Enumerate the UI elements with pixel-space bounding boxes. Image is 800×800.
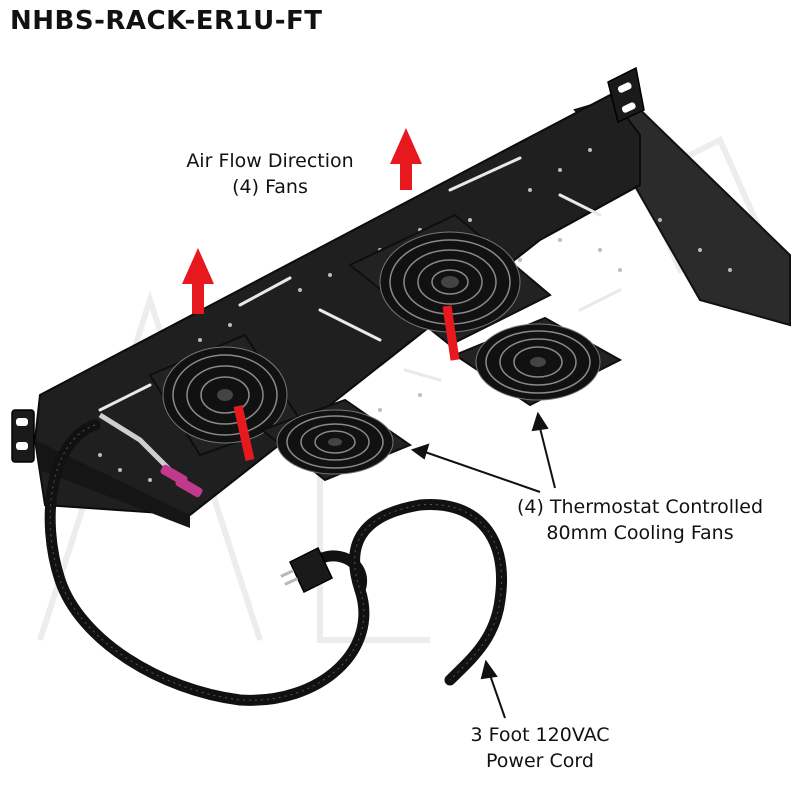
cooling-fans-label: (4) Thermostat Controlled 80mm Cooling F…	[480, 494, 800, 546]
wiring-harness	[98, 412, 203, 498]
callout-arrow-fans	[410, 411, 556, 493]
cooling-fan-3	[148, 333, 302, 457]
air-flow-label-line2: (4) Fans	[232, 176, 308, 198]
product-model-title: NHBS-RACK-ER1U-FT	[10, 6, 323, 36]
air-flow-label-line1: Air Flow Direction	[186, 150, 354, 172]
cooling-fan-4	[259, 398, 413, 482]
airflow-marker-fans	[233, 305, 460, 461]
air-flow-label: Air Flow Direction (4) Fans	[150, 148, 390, 200]
callout-arrow-cord	[480, 659, 506, 719]
cooling-fans-label-line1: (4) Thermostat Controlled	[516, 496, 764, 518]
power-cord-label-line2: Power Cord	[486, 750, 594, 772]
cooling-fan-2	[452, 316, 623, 407]
power-cord-stripes	[49, 424, 502, 701]
airflow-arrow-right	[390, 128, 422, 190]
power-plug	[280, 546, 333, 594]
power-cord-label-line1: 3 Foot 120VAC	[470, 724, 610, 746]
rack-ear-left	[11, 409, 35, 463]
cooling-fans-label-line2: 80mm Cooling Fans	[546, 522, 734, 544]
rack-ear-right	[607, 66, 645, 124]
power-cord-label: 3 Foot 120VAC Power Cord	[420, 722, 660, 774]
airflow-arrow-left	[182, 248, 214, 314]
